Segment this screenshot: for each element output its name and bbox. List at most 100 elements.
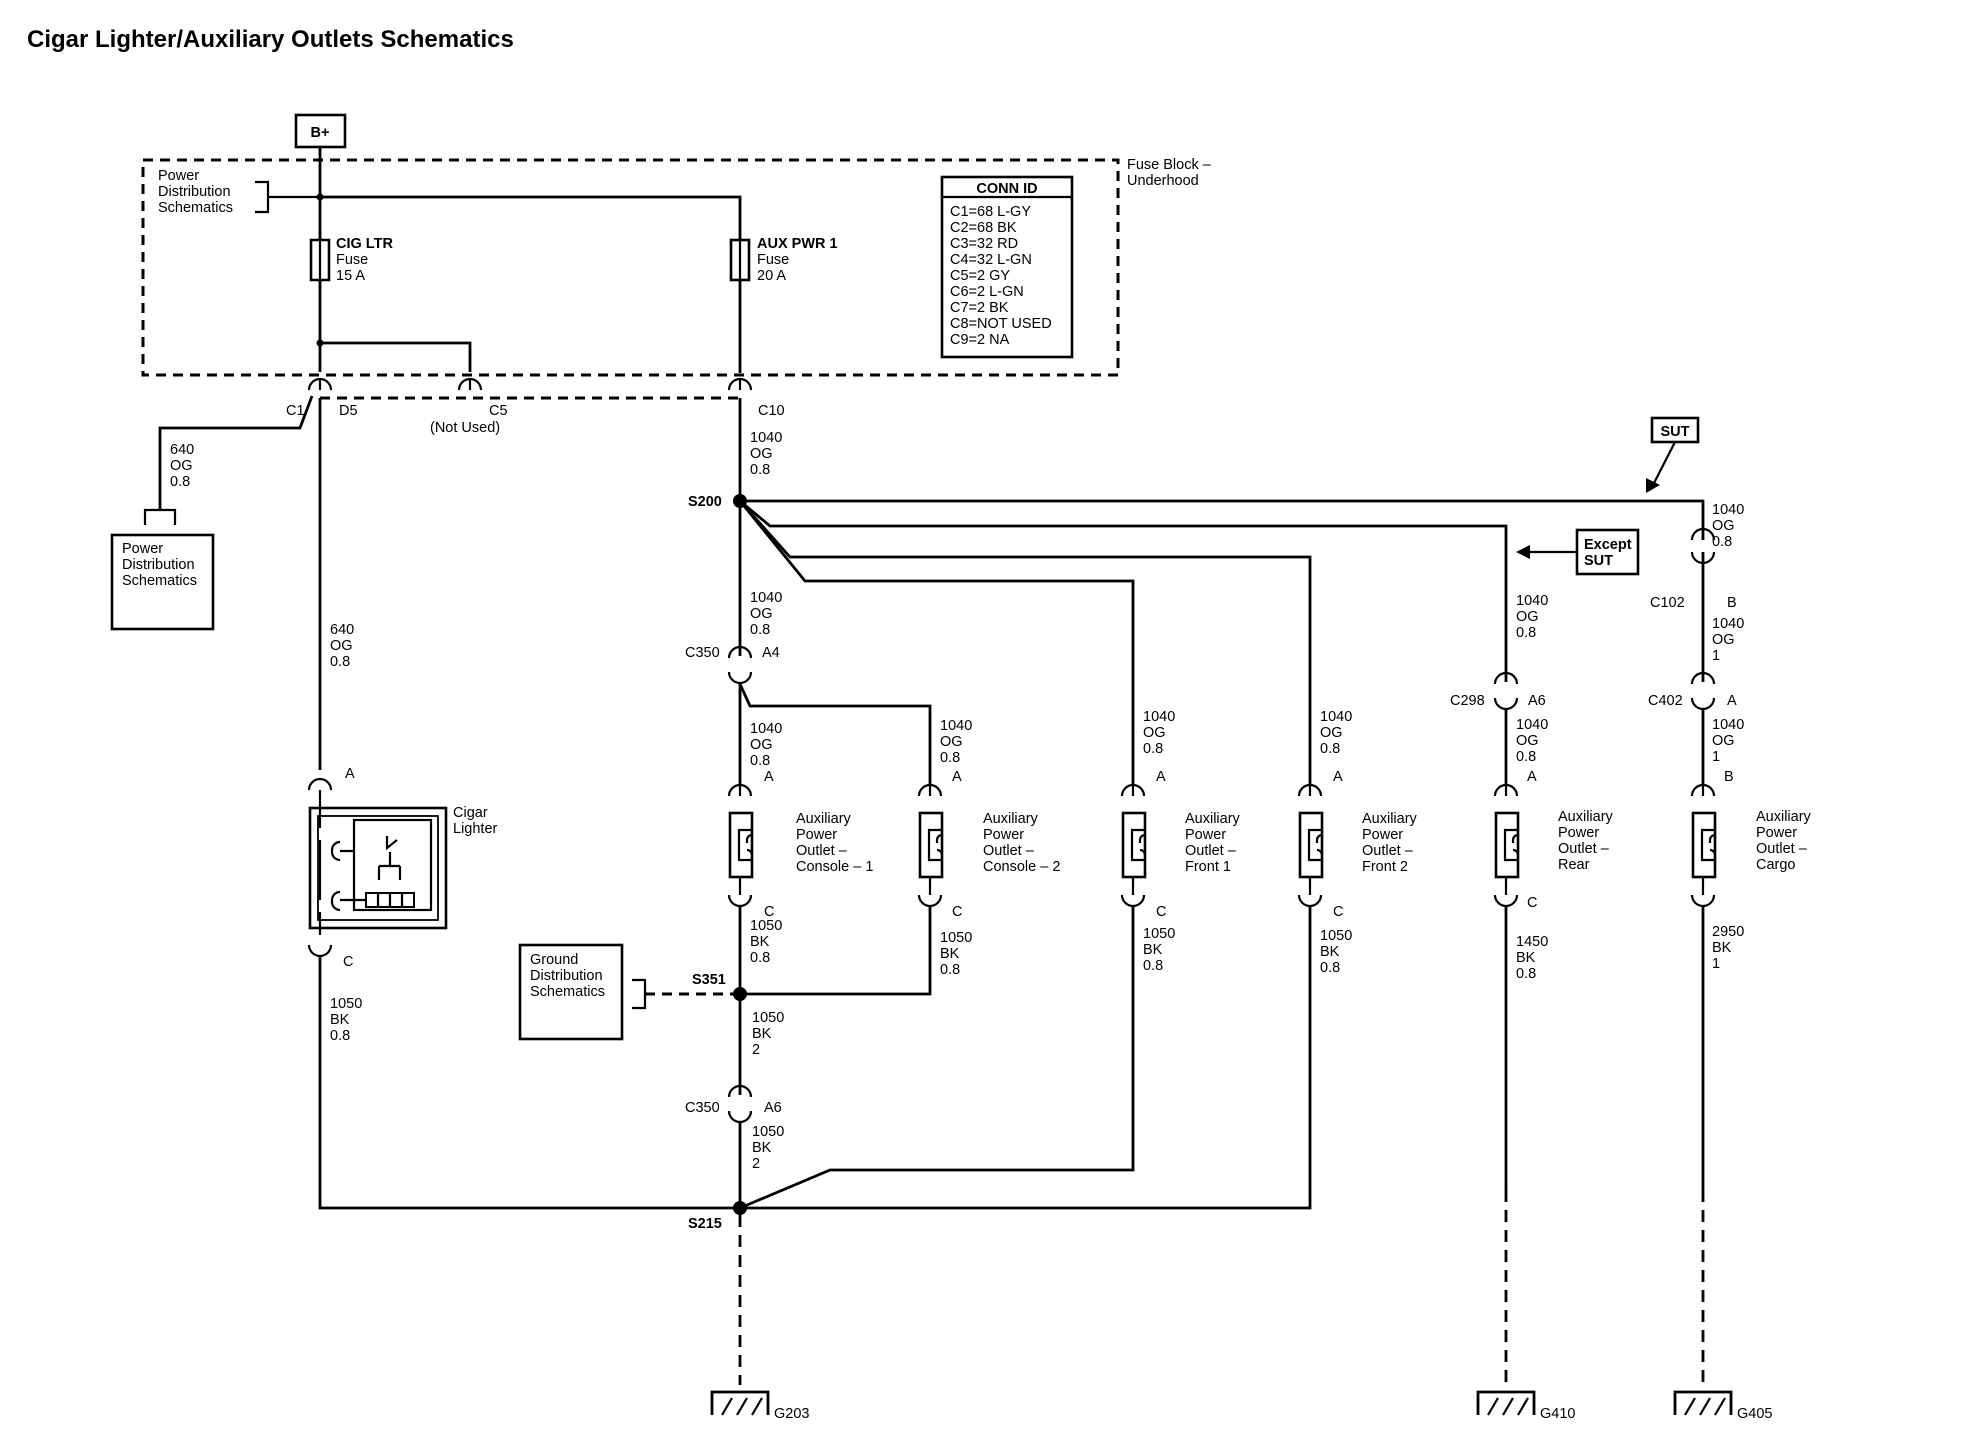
outlet-console-1-label: Console – 1 <box>796 859 873 875</box>
ground-g410-label: G410 <box>1540 1406 1575 1422</box>
conn-id-row: C4=32 L-GN <box>950 252 1032 268</box>
connector-c5-label: C5 <box>489 403 508 419</box>
ground-g405-label: G405 <box>1737 1406 1772 1422</box>
outlet-console-2 <box>917 783 944 908</box>
conn-id-row: C2=68 BK <box>950 220 1017 236</box>
wire-label: 1050 <box>1320 928 1352 944</box>
c5-branch-wire <box>320 341 472 372</box>
pds-left-box <box>110 533 215 631</box>
connector-a-label: A <box>1727 693 1737 709</box>
aux-fuse-rating: 20 A <box>757 268 786 284</box>
outlet-front-2-label: Front 2 <box>1362 859 1408 875</box>
wire-label: 1 <box>1712 749 1720 765</box>
outlet-pin-c: C <box>1333 904 1343 920</box>
outlet-front-1-label: Front 1 <box>1185 859 1231 875</box>
connector-c1-label: C1 <box>286 403 305 419</box>
ground-g203-icon <box>710 1390 770 1416</box>
wire-640-to-pds <box>158 395 314 510</box>
fuse-block-label-2: Underhood <box>1127 173 1199 189</box>
wire-label: 0.8 <box>1320 741 1340 757</box>
ground-box-line3: Schematics <box>530 984 605 1000</box>
wire-1040-console2 <box>738 683 932 785</box>
wire-label: 640 <box>330 622 354 638</box>
connector-c102 <box>1690 527 1716 541</box>
ground-box-line1: Ground <box>530 952 578 968</box>
wire-label: OG <box>940 734 963 750</box>
wire-label: 1040 <box>940 718 972 734</box>
connector-c350-a6 <box>727 1084 753 1124</box>
wire-label: OG <box>1712 518 1735 534</box>
connector-c402 <box>1690 671 1716 711</box>
outlet-console-2-label: Outlet – <box>983 843 1035 859</box>
outlet-console-1-label: Auxiliary <box>796 811 852 827</box>
splice-s215-label: S215 <box>688 1216 722 1232</box>
wire-label: 0.8 <box>1320 960 1340 976</box>
pds-top-line3: Schematics <box>158 200 233 216</box>
wire-label: BK <box>750 934 770 950</box>
wire-label: 1040 <box>1320 709 1352 725</box>
splice-s351-label: S351 <box>692 972 726 988</box>
outlet-console-1-label: Power <box>796 827 837 843</box>
sut-arrow-icon <box>1646 478 1660 493</box>
wire-label: 1040 <box>1712 502 1744 518</box>
conn-id-row: C3=32 RD <box>950 236 1018 252</box>
cig-fuse-label: Fuse <box>336 252 368 268</box>
wire-label: 2 <box>752 1156 760 1172</box>
wire-label: 1040 <box>1712 717 1744 733</box>
wire-label: BK <box>330 1012 350 1028</box>
wire-label: 0.8 <box>330 1028 350 1044</box>
except-sut-box <box>1575 528 1640 576</box>
cig-pin-a <box>307 777 333 791</box>
outlet-pin-c: C <box>764 904 774 920</box>
outlet-cargo-label: Power <box>1756 825 1797 841</box>
wire-label: 1050 <box>1143 926 1175 942</box>
wire-label: 2950 <box>1712 924 1744 940</box>
outlet-pin-b: B <box>1724 769 1734 785</box>
cigar-lighter-label-1: Cigar <box>453 805 488 821</box>
wire-label: OG <box>170 458 193 474</box>
ground-g410-icon <box>1476 1390 1536 1416</box>
splice-s200-label: S200 <box>688 494 722 510</box>
conn-id-table <box>940 175 1074 359</box>
wire-1050-front1 <box>739 906 1135 1210</box>
fuse-feed-wires <box>318 147 742 373</box>
outlet-pin-a: A <box>764 769 774 785</box>
wire-label: BK <box>940 946 960 962</box>
wire-label: 640 <box>170 442 194 458</box>
fuse-block-label-1: Fuse Block – <box>1127 157 1212 173</box>
wire-label: 0.8 <box>1143 958 1163 974</box>
aux-fuse-name: AUX PWR 1 <box>757 236 838 252</box>
conn-id-row: C8=NOT USED <box>950 316 1052 332</box>
wire-label: OG <box>330 638 353 654</box>
conn-id-row: C7=2 BK <box>950 300 1009 316</box>
sut-label: SUT <box>1661 424 1690 440</box>
b-plus-label: B+ <box>311 125 330 141</box>
connector-c350-a4 <box>727 645 753 685</box>
outlet-cargo-label: Cargo <box>1756 857 1796 873</box>
wire-label: 0.8 <box>170 474 190 490</box>
wire-label: 0.8 <box>330 654 350 670</box>
fuse-block-outline <box>141 158 1120 377</box>
wire-label: OG <box>1712 733 1735 749</box>
wire-label: BK <box>752 1026 772 1042</box>
connector-c298 <box>1493 671 1519 711</box>
wire-1040-sut <box>740 499 1705 540</box>
outlet-cargo-label: Auxiliary <box>1756 809 1812 825</box>
wire-label: OG <box>1320 725 1343 741</box>
connector-c298-label: C298 <box>1450 693 1485 709</box>
wire-label: 0.8 <box>1516 625 1536 641</box>
wire-label: 1040 <box>750 590 782 606</box>
outlet-front-2-label: Outlet – <box>1362 843 1414 859</box>
cig-pin-c-label: C <box>343 954 353 970</box>
outlet-pin-a: A <box>1156 769 1166 785</box>
outlet-pin-a: A <box>1527 769 1537 785</box>
wire-1040-front2 <box>738 500 1312 785</box>
ground-g203-label: G203 <box>774 1406 809 1422</box>
cig-pin-a-label: A <box>345 766 355 782</box>
wire-label: 0.8 <box>1143 741 1163 757</box>
outlet-console-1-label: Outlet – <box>796 843 848 859</box>
cig-fuse-name: CIG LTR <box>336 236 393 252</box>
wire-label: 1 <box>1712 648 1720 664</box>
outlet-front-2 <box>1297 783 1324 908</box>
wire-label: BK <box>1712 940 1732 956</box>
